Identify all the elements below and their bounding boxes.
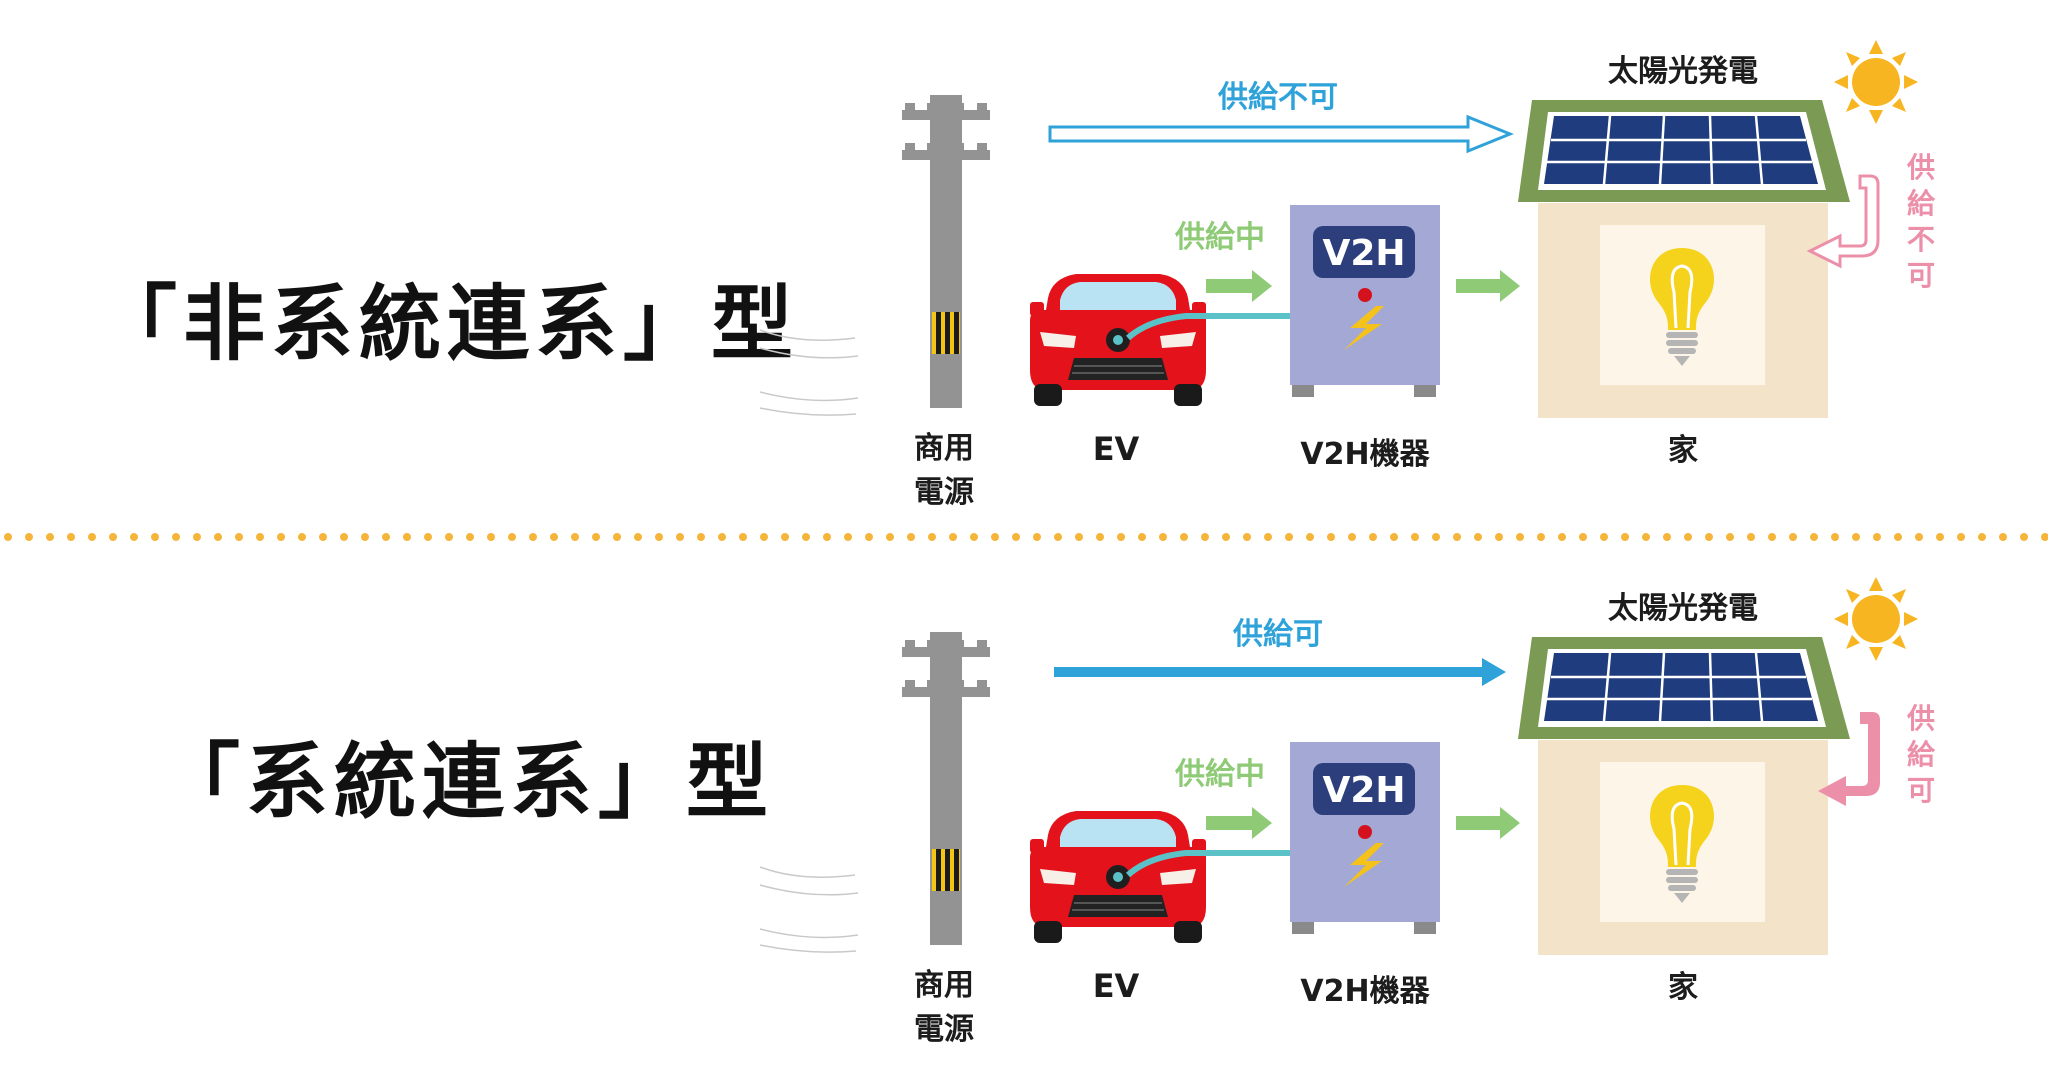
solar-label: 太陽光発電 [1608, 54, 1758, 89]
grid-flow-label: 供給可 [1232, 617, 1323, 652]
solar-label: 太陽光発電 [1608, 591, 1758, 626]
house-icon [1516, 635, 1852, 957]
pole-label-line1: 商用 [914, 431, 974, 466]
grid-supply-arrow-solid [1054, 658, 1506, 686]
house-icon [1516, 98, 1852, 420]
sun-icon [1834, 577, 1918, 661]
ev-flow-label: 供給中 [1174, 220, 1265, 255]
ev-car-icon [1030, 274, 1290, 406]
utility-pole-icon [759, 631, 991, 953]
ev-flow-label: 供給中 [1174, 757, 1265, 792]
solar-supply-arrow-hollow [1806, 174, 1880, 269]
ev-car-icon [1030, 811, 1290, 943]
solar-flow-char-2: 給 [1907, 738, 1936, 771]
solar-flow-char-3: 不 [1907, 223, 1935, 256]
section-grid-tied: 「系統連系」型 商用 電源 供給可 EV 供給中 V2H V2H機器 太陽光発電… [158, 577, 1936, 1047]
v2h-label: V2H機器 [1300, 974, 1430, 1009]
solar-flow-char-3: 可 [1907, 774, 1935, 807]
v2h-label: V2H機器 [1300, 437, 1430, 472]
house-label: 家 [1668, 433, 1698, 468]
pole-label-line2: 電源 [914, 1012, 974, 1047]
ev-label: EV [1093, 967, 1140, 1005]
pole-label-line1: 商用 [914, 968, 974, 1003]
grid-flow-label: 供給不可 [1217, 80, 1338, 115]
v2h-badge: V2H [1322, 770, 1405, 811]
house-label: 家 [1668, 970, 1698, 1005]
solar-flow-char-2: 給 [1907, 187, 1936, 220]
solar-flow-char-1: 供 [1906, 702, 1935, 735]
solar-flow-char-1: 供 [1906, 151, 1935, 184]
section-non-grid-tied: 「非系統連系」型 商用 電源 供給不可 EV 供給中 V2H V2H機器 太陽光… [95, 40, 1936, 510]
sun-icon [1834, 40, 1918, 124]
section-title: 「系統連系」型 [158, 735, 774, 830]
v2h-badge: V2H [1322, 233, 1405, 274]
solar-supply-arrow-solid [1818, 712, 1880, 806]
ev-label: EV [1093, 430, 1140, 468]
section-title: 「非系統連系」型 [95, 277, 799, 372]
solar-flow-char-4: 可 [1907, 259, 1935, 292]
pole-label-line2: 電源 [914, 475, 974, 510]
grid-supply-arrow-hollow [1048, 114, 1514, 154]
